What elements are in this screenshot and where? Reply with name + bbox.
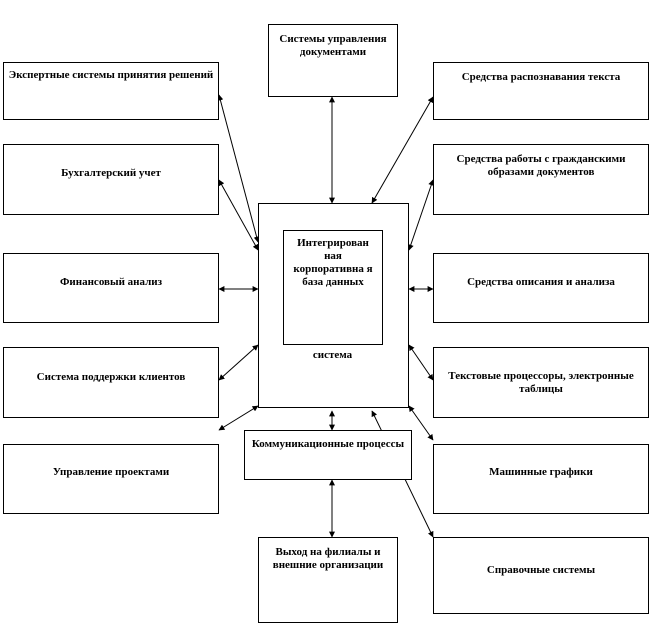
- link-client-support: [218, 344, 259, 381]
- core-system-label: система: [312, 349, 353, 361]
- financial-analysis-box: Финансовый анализ: [3, 253, 219, 323]
- reference-systems-box: Справочные системы: [433, 537, 649, 614]
- link-text-recog: [371, 96, 434, 204]
- description-analysis-box: Средства описания и анализа: [433, 253, 649, 323]
- link-text-proc: [408, 344, 434, 381]
- document-management-box: Системы управления документами: [268, 24, 398, 97]
- link-expert: [217, 94, 260, 243]
- civil-documents-box: Средства работы с гражданскими образами …: [433, 144, 649, 215]
- core-database-box: Интегрирован ная корпоративна я база дан…: [283, 230, 383, 345]
- accounting-box: Бухгалтерский учет: [3, 144, 219, 215]
- project-management-box: Управление проектами: [3, 444, 219, 514]
- text-processors-box: Текстовые процессоры, электронные таблиц…: [433, 347, 649, 418]
- client-support-box: Система поддержки клиентов: [3, 347, 219, 418]
- text-recognition-box: Средства распознавания текста: [433, 62, 649, 120]
- link-project-mgmt: [218, 405, 259, 431]
- link-graphics: [408, 405, 434, 441]
- link-civil-docs: [407, 179, 435, 251]
- external-output-box: Выход на филиалы и внешние организации: [258, 537, 398, 623]
- expert-systems-box: Экспертные системы принятия решений: [3, 62, 219, 120]
- link-accounting: [218, 179, 259, 251]
- machine-graphics-box: Машинные графики: [433, 444, 649, 514]
- communication-processes-box: Коммуникационные процессы: [244, 430, 412, 480]
